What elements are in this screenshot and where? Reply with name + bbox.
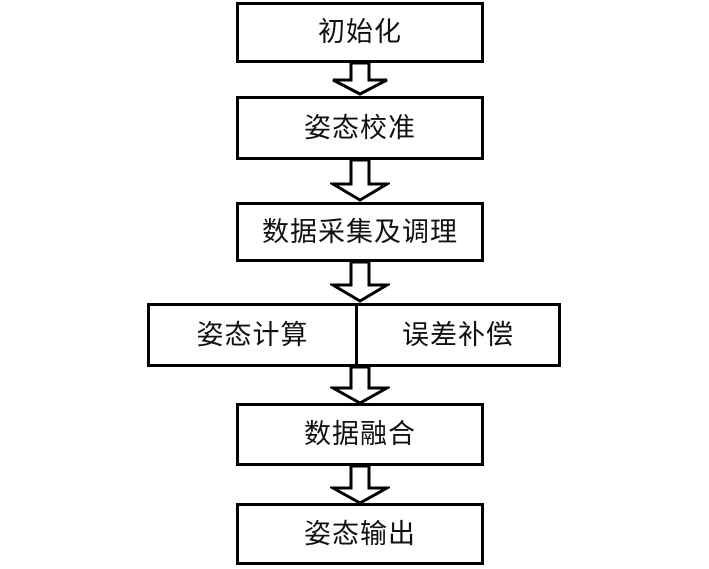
node-fusion-label: 数据融合 bbox=[304, 419, 416, 450]
arrow-down-fusion-to-output bbox=[330, 466, 390, 505]
node-align: 姿态校准 bbox=[236, 96, 484, 160]
node-output: 姿态输出 bbox=[236, 503, 484, 565]
node-compensate: 误差补偿 bbox=[358, 306, 558, 364]
node-output-label: 姿态输出 bbox=[304, 518, 416, 550]
arrow-down-align-to-acquire bbox=[330, 160, 390, 202]
node-init-label: 初始化 bbox=[318, 17, 402, 48]
node-fusion: 数据融合 bbox=[236, 403, 484, 466]
node-init: 初始化 bbox=[236, 2, 484, 63]
node-align-label: 姿态校准 bbox=[304, 112, 416, 144]
node-acquire: 数据采集及调理 bbox=[236, 202, 484, 262]
node-compensate-label: 误差补偿 bbox=[402, 319, 514, 351]
arrow-down-compute-to-fusion bbox=[330, 367, 390, 405]
node-compute-compensate-split: 姿态计算 误差补偿 bbox=[147, 303, 561, 367]
arrow-down-init-to-align bbox=[330, 63, 390, 96]
arrow-down-acquire-to-compute bbox=[330, 262, 390, 303]
node-acquire-label: 数据采集及调理 bbox=[262, 216, 458, 248]
node-compute-label: 姿态计算 bbox=[196, 319, 309, 351]
node-compute: 姿态计算 bbox=[150, 306, 358, 364]
